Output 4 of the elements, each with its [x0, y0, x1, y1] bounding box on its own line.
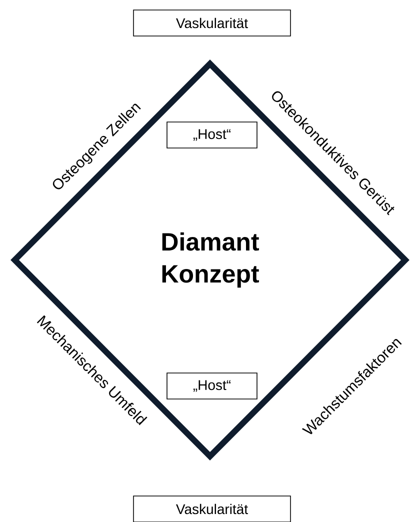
vascularity-box: Vaskularität: [133, 10, 291, 36]
host-box: „Host“: [166, 122, 258, 148]
host-box: „Host“: [166, 372, 258, 400]
vascularity-box: Vaskularität: [133, 496, 291, 522]
